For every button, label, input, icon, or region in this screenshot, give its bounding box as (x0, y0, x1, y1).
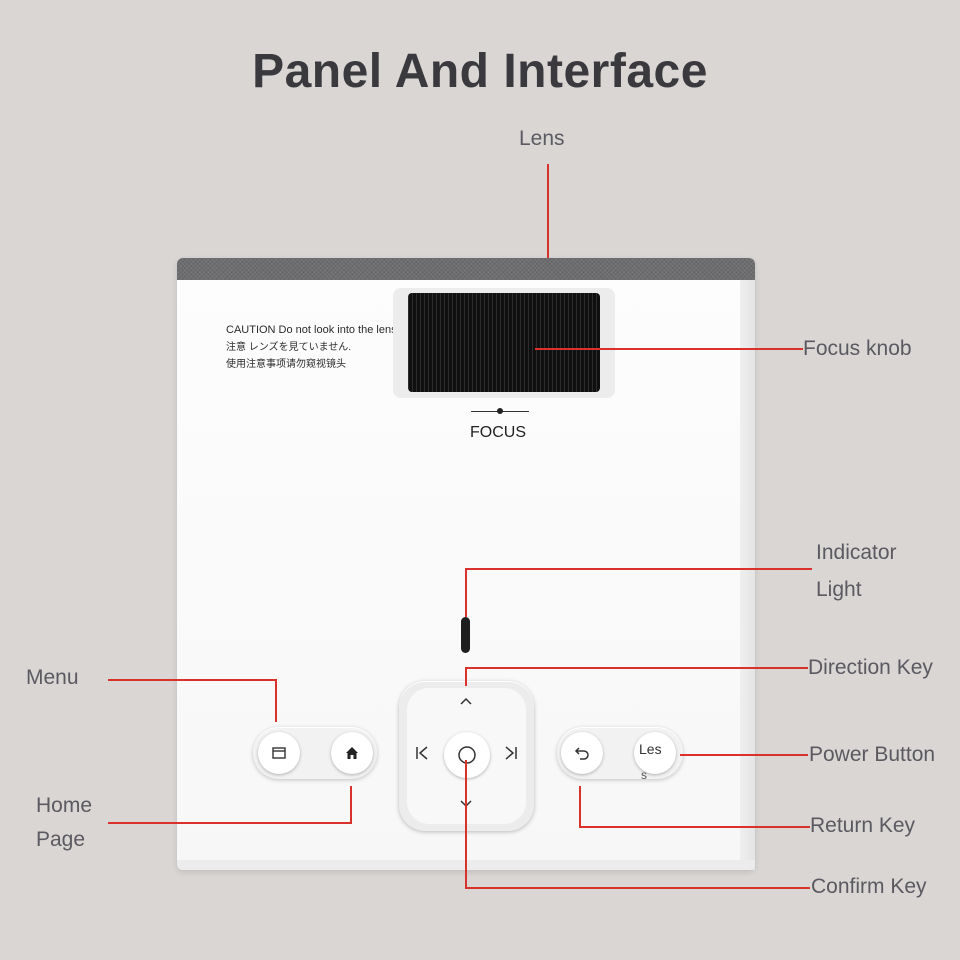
menu-button[interactable] (258, 732, 300, 774)
direction-key-label: Direction Key (808, 656, 933, 679)
menu-label: Menu (26, 666, 79, 689)
power-button[interactable] (634, 732, 676, 774)
caution-text-jp: 注意 レンズを見ていません. (226, 342, 352, 353)
speaker-fabric-top (177, 258, 755, 280)
confirm-key-label: Confirm Key (811, 875, 927, 898)
caution-text-en: CAUTION Do not look into the lens. (226, 324, 400, 336)
power-button-label-wrap: s (641, 768, 647, 782)
caution-text-cn: 使用注意事项请勿窥视镜头 (226, 359, 346, 370)
next-icon[interactable] (504, 745, 518, 765)
lens-label: Lens (519, 127, 565, 150)
focus-label: FOCUS (470, 424, 526, 441)
previous-icon[interactable] (415, 745, 429, 765)
confirm-key-leader (465, 760, 810, 889)
indicator-light-label-line2: Light (816, 578, 862, 601)
menu-icon (272, 747, 286, 759)
home-button[interactable] (331, 732, 373, 774)
focus-scale-dot (497, 408, 503, 414)
return-key-leader (579, 786, 810, 828)
caution-notice: CAUTION Do not look into the lens. 注意 レン… (226, 322, 400, 373)
return-button[interactable] (561, 732, 603, 774)
home-page-leader (108, 786, 352, 824)
return-icon (574, 747, 589, 760)
power-button-label: Les (639, 741, 662, 757)
page-title: Panel And Interface (252, 45, 708, 98)
return-key-label: Return Key (810, 814, 916, 837)
focus-knob[interactable] (408, 293, 600, 392)
home-icon (346, 747, 358, 759)
projector-side-face (740, 280, 755, 870)
home-page-label-line2: Page (36, 828, 86, 851)
indicator-light (461, 617, 470, 653)
indicator-leader (465, 568, 812, 617)
up-icon[interactable] (459, 694, 473, 710)
focus-knob-label: Focus knob (803, 337, 912, 360)
indicator-light-label-line1: Indicator (816, 541, 897, 564)
power-button-callout-label: Power Button (809, 743, 936, 766)
direction-key-leader (465, 667, 808, 686)
menu-leader (108, 679, 277, 722)
home-page-label-line1: Home (36, 794, 93, 817)
